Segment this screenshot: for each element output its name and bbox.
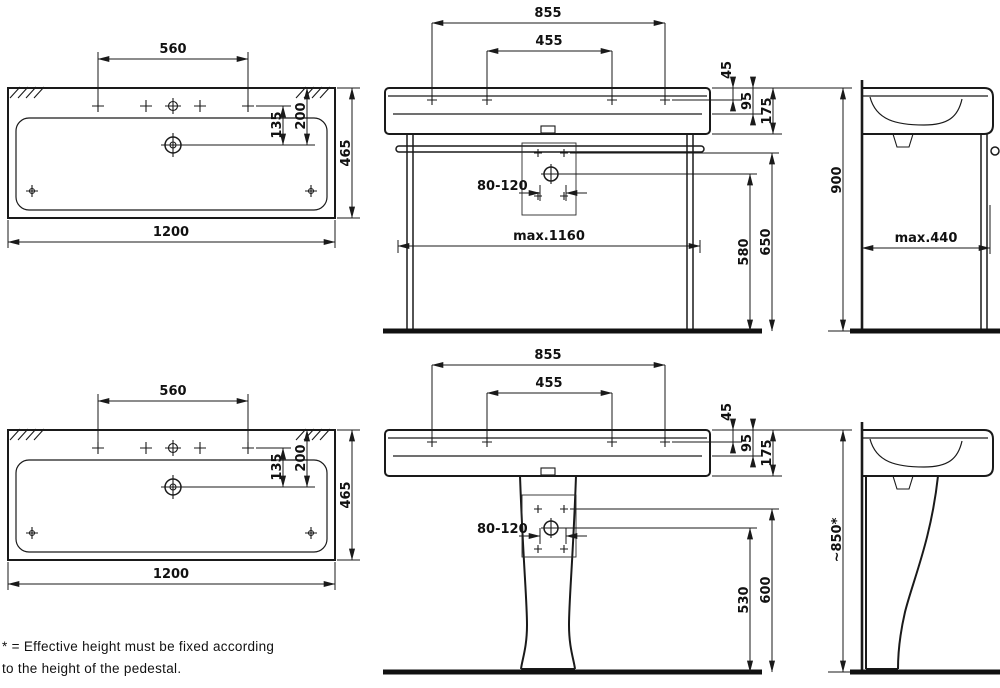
overflow-detail xyxy=(540,467,556,476)
fixing-mark-circle xyxy=(307,187,315,195)
frame-leg-side xyxy=(980,134,988,329)
dim-overall-width: 1200 xyxy=(153,567,189,582)
fixing-mark-circle xyxy=(28,529,36,537)
dim-drain-range: 80-120 xyxy=(477,522,528,537)
basin-outline xyxy=(7,87,336,219)
mounting-hole-marks xyxy=(427,95,670,105)
frame-legs xyxy=(406,134,694,329)
dim-rim-to-drain: 200 xyxy=(294,444,309,471)
dim-rim-to-drain: 200 xyxy=(294,102,309,129)
dim-tap-span: 560 xyxy=(159,384,186,399)
basin-front-geometry xyxy=(383,429,762,675)
dim-inner-span: 455 xyxy=(535,376,562,391)
bowl-profile xyxy=(869,96,963,126)
fixing-mark-circle xyxy=(28,187,36,195)
fixing-mark-circle xyxy=(307,529,315,537)
dim-overall-height: 900 xyxy=(830,166,845,193)
view-top-frame: 560 1200 135 200 465 xyxy=(7,42,360,248)
dim-rim-height: 175 xyxy=(760,439,775,466)
dim-rim-height: 175 xyxy=(760,97,775,124)
view-side-frame: max.440 xyxy=(850,80,1000,334)
dim-max-depth: max.440 xyxy=(895,231,958,246)
footnote: * = Effective height must be fixed accor… xyxy=(2,636,274,679)
dim-effective-height: ~850* xyxy=(830,517,845,562)
drain-profile xyxy=(892,475,914,490)
dim-drain-range: 80-120 xyxy=(477,179,528,194)
dim-floor-to-overflow: 650 xyxy=(759,228,774,255)
basin-side-geometry xyxy=(850,422,1000,675)
basin-body xyxy=(384,87,711,135)
waste-outlet-crosshair xyxy=(541,164,561,184)
pedestal-side xyxy=(865,475,939,670)
basin-plan-geometry xyxy=(7,86,336,219)
tap-hole-marks xyxy=(92,98,254,114)
dim-inner-span: 455 xyxy=(535,34,562,49)
basin-profile xyxy=(862,87,994,135)
tap-hole-marks xyxy=(92,440,254,456)
drain-crosshair xyxy=(161,133,185,157)
siphon-zone-box xyxy=(521,142,577,216)
dim-tap-to-drain: 135 xyxy=(270,111,285,138)
dim-floor-to-overflow: 600 xyxy=(759,576,774,603)
drain-crosshair xyxy=(161,475,185,499)
basin-inner-bowl xyxy=(15,117,328,211)
dim-rim-to-mid: 95 xyxy=(740,92,755,110)
footnote-line-1: * = Effective height must be fixed accor… xyxy=(2,639,275,654)
center-tap-hole xyxy=(167,442,179,454)
bowl-profile xyxy=(869,438,963,468)
view-side-pedestal xyxy=(850,422,1000,675)
view-top-pedestal: 560 1200 135 200 465 xyxy=(7,384,360,590)
pedestal-front xyxy=(519,475,577,670)
basin-profile xyxy=(862,429,994,477)
center-tap-hole xyxy=(167,100,179,112)
dim-floor-to-drain: 530 xyxy=(737,586,752,613)
view-front-pedestal: 855 455 45 95 175 80-120 530 600 ~850* xyxy=(383,348,856,675)
basin-front-geometry xyxy=(383,87,762,334)
waste-outlet-crosshair xyxy=(541,518,561,538)
dim-rim-to-mid: 95 xyxy=(740,434,755,452)
dim-mount-span: 855 xyxy=(534,348,561,363)
dim-floor-to-drain: 580 xyxy=(737,238,752,265)
towel-rail xyxy=(395,145,705,153)
mounting-hole-marks xyxy=(427,437,670,447)
fixing-marks xyxy=(26,185,317,197)
dim-rim-to-tap: 45 xyxy=(720,403,735,421)
dim-depth: 465 xyxy=(339,481,354,508)
dimensions: 855 455 45 95 175 80-120 530 600 ~850* xyxy=(431,348,856,673)
overflow-detail xyxy=(540,125,556,134)
basin-plan-geometry xyxy=(7,428,336,561)
siphon-zone-box xyxy=(521,494,577,558)
footnote-line-2: to the height of the pedestal. xyxy=(2,660,182,676)
siphon-fixing-marks xyxy=(534,505,568,553)
dim-overall-width: 1200 xyxy=(153,225,189,240)
basin-body xyxy=(384,429,711,477)
dimensions: 560 1200 135 200 465 xyxy=(7,42,360,248)
fixing-marks xyxy=(26,527,317,539)
dim-depth: 465 xyxy=(339,139,354,166)
dim-max-leg-span: max.1160 xyxy=(513,229,585,244)
towel-rail-end xyxy=(990,146,1000,156)
dim-tap-span: 560 xyxy=(159,42,186,57)
view-front-frame: 855 455 45 95 175 80-120 max.1160 580 65… xyxy=(383,6,856,334)
dimensions: max.440 xyxy=(861,205,991,254)
dim-rim-to-tap: 45 xyxy=(720,61,735,79)
dimensions: 560 1200 135 200 465 xyxy=(7,384,360,590)
dim-mount-span: 855 xyxy=(534,6,561,21)
dimensions: 855 455 45 95 175 80-120 max.1160 580 65… xyxy=(397,6,856,332)
basin-side-geometry xyxy=(850,80,1000,334)
basin-outline xyxy=(7,429,336,561)
basin-inner-bowl xyxy=(15,459,328,553)
dim-tap-to-drain: 135 xyxy=(270,453,285,480)
drain-profile xyxy=(892,133,914,148)
